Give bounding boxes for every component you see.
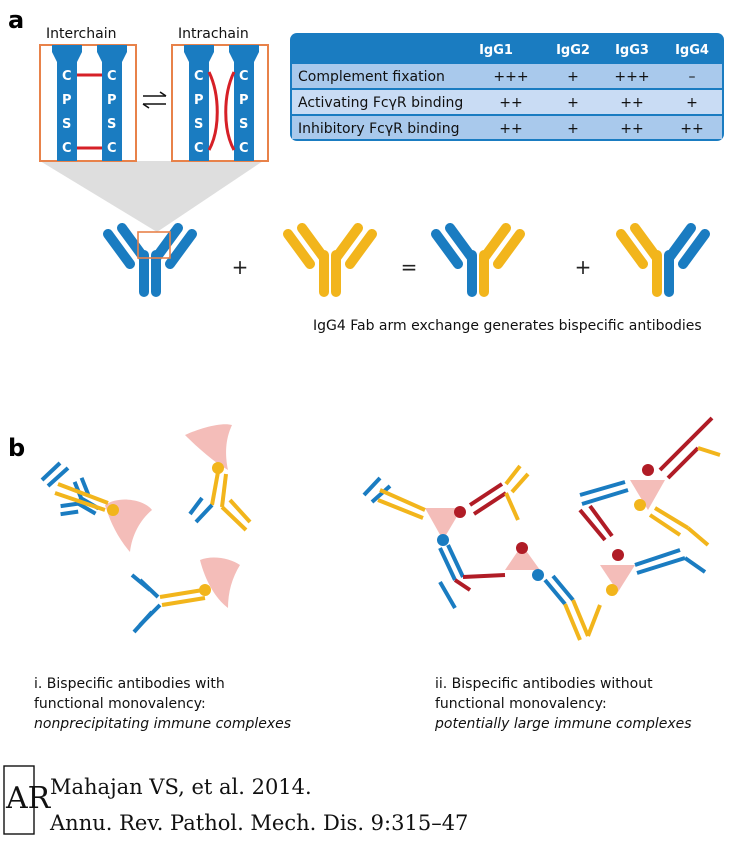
svg-text:P: P <box>62 93 72 108</box>
caption-right-line1: ii. Bispecific antibodies without <box>435 676 653 692</box>
svg-text:S: S <box>239 117 248 132</box>
svg-text:+++: +++ <box>614 69 649 85</box>
citation-line1: Mahajan VS, et al. 2014. <box>50 775 312 799</box>
row-label-inhibitory: Inhibitory FcγR binding <box>298 121 460 137</box>
svg-text:–: – <box>689 69 696 85</box>
svg-text:+++: +++ <box>493 69 528 85</box>
blue-igg4-antibody <box>108 228 192 292</box>
svg-text:C: C <box>62 141 72 156</box>
table-row <box>292 64 722 88</box>
hinge-highlight-box <box>137 231 171 259</box>
svg-text:++: ++ <box>499 95 522 111</box>
svg-text:++: ++ <box>680 121 703 137</box>
antigen-blob <box>505 545 540 570</box>
table-header-igg3: IgG3 <box>615 43 649 58</box>
caption-right-line2: functional monovalency: <box>435 696 607 712</box>
antigen-blob <box>600 565 635 592</box>
intrachain-bond-right <box>224 71 236 151</box>
citation-line2: Annu. Rev. Pathol. Mech. Dis. 9:315–47 <box>49 811 468 835</box>
svg-text:+: + <box>567 121 579 137</box>
antigen-blob <box>185 424 232 470</box>
antigen-blob <box>200 557 240 608</box>
svg-text:AR: AR <box>5 781 52 816</box>
svg-text:C: C <box>239 141 249 156</box>
intrachain-label: Intrachain <box>178 26 249 42</box>
svg-text:C: C <box>239 69 249 84</box>
bispecific-antibody-blue-yellow <box>431 223 525 297</box>
intrachain-bond-left <box>207 71 219 151</box>
svg-text:C: C <box>194 141 204 156</box>
svg-text:+: + <box>686 95 698 111</box>
table-row <box>292 90 722 114</box>
svg-text:C: C <box>194 69 204 84</box>
svg-text:++: ++ <box>499 121 522 137</box>
bispecific-antibody-yellow-blue <box>616 223 710 297</box>
svg-text:S: S <box>62 117 71 132</box>
svg-text:+: + <box>567 69 579 85</box>
large-immune-complexes <box>362 416 721 641</box>
antigen-blob <box>630 480 665 510</box>
svg-text:++: ++ <box>620 95 643 111</box>
zoom-cone <box>40 161 263 232</box>
svg-text:S: S <box>107 117 116 132</box>
svg-text:C: C <box>62 69 72 84</box>
svg-text:P: P <box>107 93 117 108</box>
panel-a-caption: IgG4 Fab arm exchange generates bispecif… <box>313 318 702 334</box>
svg-text:C: C <box>107 141 117 156</box>
panel-a-letter: a <box>8 6 24 34</box>
equals-sign: = <box>401 255 418 279</box>
equilibrium-arrows-icon <box>142 91 167 109</box>
svg-text:P: P <box>194 93 204 108</box>
intrachain-hinge-box: C P S C C P S C <box>171 44 269 162</box>
interchain-hinge-box: C P S C C P S C <box>39 44 137 162</box>
monovalent-complexes <box>40 424 252 634</box>
svg-text:S: S <box>194 117 203 132</box>
interchain-label: Interchain <box>46 26 116 42</box>
caption-left-line1: i. Bispecific antibodies with <box>34 676 225 692</box>
table-row <box>292 116 722 139</box>
caption-left-line2: functional monovalency: <box>34 696 206 712</box>
caption-left-line3: nonprecipitating immune complexes <box>34 716 291 732</box>
row-label-complement: Complement fixation <box>298 69 445 85</box>
caption-right-line3: potentially large immune complexes <box>434 716 692 732</box>
svg-text:P: P <box>239 93 249 108</box>
svg-text:C: C <box>107 69 117 84</box>
svg-text:+: + <box>567 95 579 111</box>
table-header-igg4: IgG4 <box>675 43 709 58</box>
annual-reviews-logo: AR <box>3 765 52 835</box>
table-header-igg1: IgG1 <box>479 43 513 58</box>
antigen-blob <box>425 508 462 540</box>
svg-text:++: ++ <box>620 121 643 137</box>
igg-properties-table: IgG1 IgG2 IgG3 IgG4 Complement fixation … <box>290 33 724 141</box>
plus-sign-2: + <box>575 255 592 279</box>
yellow-igg4-antibody <box>288 228 372 292</box>
row-label-activating: Activating FcγR binding <box>298 95 463 111</box>
panel-b-letter: b <box>8 434 25 462</box>
table-header-igg2: IgG2 <box>556 43 590 58</box>
plus-sign: + <box>232 255 249 279</box>
